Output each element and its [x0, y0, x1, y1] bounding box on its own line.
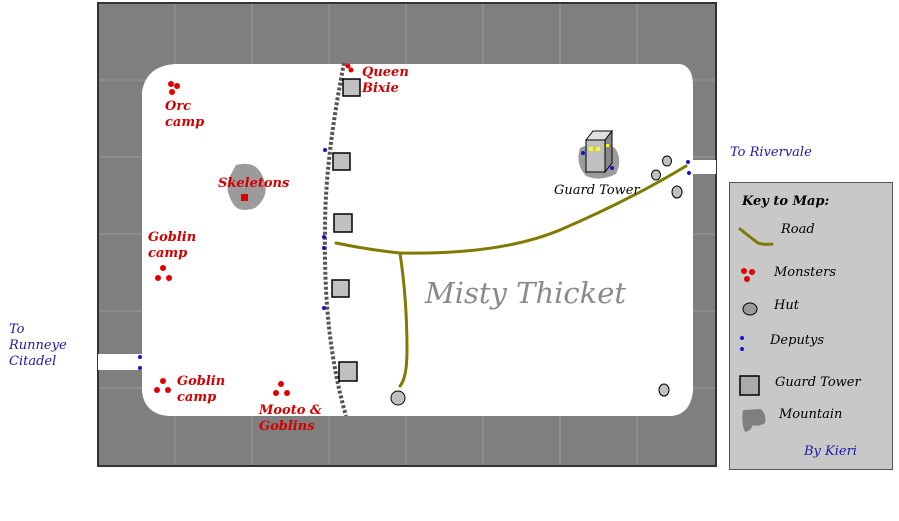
goblin-camp-label-north: Goblin camp [148, 230, 197, 261]
exit-runnyeye-label[interactable]: To Runneye Citadel [9, 322, 67, 369]
mountain-icon [742, 409, 766, 432]
guard-tower-icon [333, 213, 353, 233]
monster-icon [345, 63, 351, 69]
hut-icon [742, 302, 758, 316]
huts [390, 155, 683, 406]
hut-icon [662, 155, 672, 167]
walkable-ground [142, 64, 693, 416]
key-deputys-label: Deputys [770, 333, 825, 348]
guard-tower-icon [331, 279, 350, 298]
key-guard-tower-label: Guard Tower [775, 375, 861, 390]
orc-camp-label: Orc camp [165, 99, 205, 130]
hut-icon [390, 390, 406, 406]
deputy-icon [687, 171, 691, 175]
guard-tower-main [584, 129, 614, 174]
deputy-icon [322, 306, 326, 310]
deputies [138, 148, 691, 370]
deputy-icon [686, 160, 690, 164]
hut-icon [658, 383, 670, 397]
guard-tower-icon [332, 152, 351, 171]
deputy-icon [610, 166, 614, 170]
key-title: Key to Map: [742, 194, 830, 209]
guard-tower-icon [342, 78, 361, 97]
deputy-icon [322, 235, 326, 239]
monster-icon [168, 81, 174, 87]
monster-icon [278, 381, 284, 387]
key-road-label: Road [781, 222, 815, 237]
deputy-icon [581, 151, 585, 155]
key-hut-label: Hut [774, 298, 799, 313]
author-credit: By Kieri [804, 444, 857, 459]
skeletons-label: Skeletons [218, 176, 290, 191]
hut-icon [671, 185, 683, 199]
mooto-goblins-label: Mooto & Goblins [259, 403, 322, 434]
mountain-icon [227, 163, 266, 210]
goblin-camp-label-south: Goblin camp [177, 374, 226, 405]
monster-icon [160, 265, 166, 271]
monsters [154, 63, 354, 396]
skeletons-marker [241, 194, 248, 201]
deputy-icon [740, 336, 744, 351]
exit-passage-east [688, 160, 716, 174]
key-mountain-label: Mountain [779, 407, 843, 422]
queen-bixie-label: Queen Bixie [362, 65, 409, 96]
deputy-icon [322, 246, 326, 250]
exit-rivervale-label[interactable]: To Rivervale [730, 145, 812, 160]
monster-icon [741, 268, 755, 282]
guard-tower-icon [338, 361, 358, 382]
deputy-icon [138, 355, 142, 359]
monster-icon [160, 378, 166, 384]
guard-tower-icon [739, 375, 760, 396]
deputy-icon [323, 148, 327, 152]
deputy-icon [138, 366, 142, 370]
key-monsters-label: Monsters [774, 265, 836, 280]
ridge-guard-towers [331, 78, 361, 382]
zone-title: Misty Thicket [425, 276, 627, 310]
exit-passage-west [98, 354, 144, 370]
map-key: Key to Map: Road Monsters Hut Deputys Gu… [729, 182, 893, 470]
road-icon [738, 227, 774, 246]
guard-tower-label: Guard Tower [554, 183, 640, 198]
road [334, 164, 688, 388]
hut-icon [651, 169, 661, 181]
